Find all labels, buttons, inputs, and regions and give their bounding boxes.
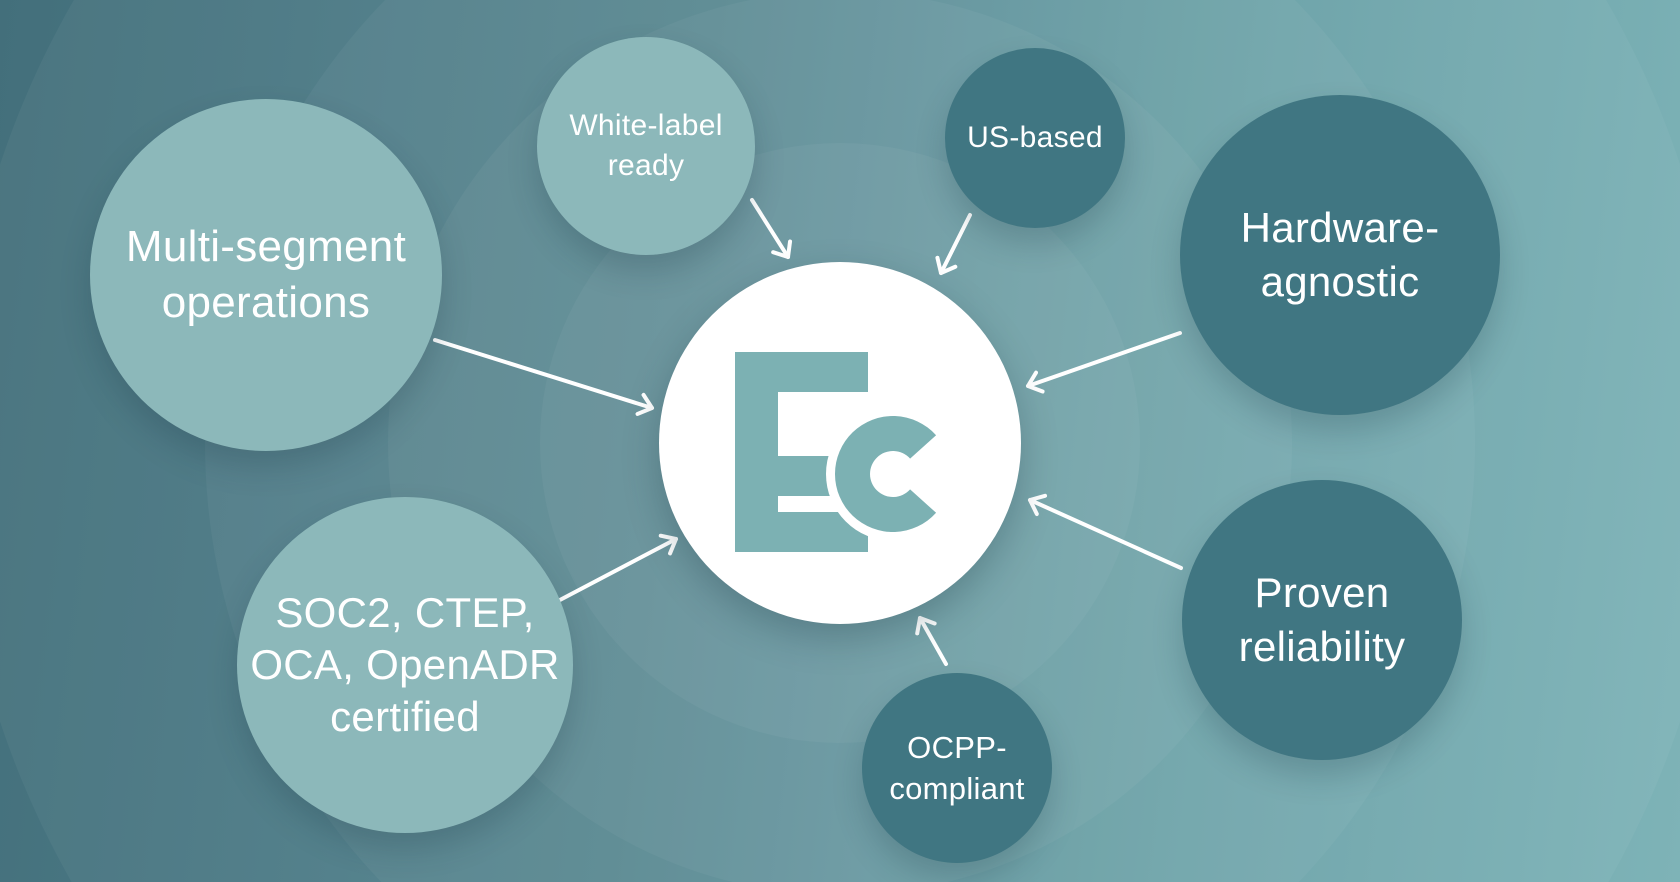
- ec-logo: [735, 352, 960, 552]
- node-multi-segment-operations: Multi-segment operations: [90, 99, 442, 451]
- hub-circle: Ec: [659, 262, 1021, 624]
- node-label: OCPP- compliant: [889, 730, 1025, 806]
- arrow-from-ocpp-compliant: [915, 616, 948, 666]
- node-ocpp-compliant: OCPP- compliant: [862, 673, 1052, 863]
- arrow-from-us-based: [935, 213, 972, 275]
- node-label: US-based: [967, 121, 1103, 154]
- node-label: SOC2, CTEP, OCA, OpenADR certified: [250, 589, 560, 740]
- node-label: Proven reliability: [1238, 569, 1406, 670]
- arrow-from-multi-segment: [433, 338, 654, 416]
- node-label: Multi-segment operations: [125, 222, 407, 327]
- arrow-from-soc2-certified: [556, 533, 678, 603]
- node-label: White-label ready: [569, 109, 723, 182]
- node-label: Hardware- agnostic: [1240, 204, 1440, 305]
- arrow-from-proven-reliability: [1028, 493, 1183, 570]
- arrow-from-hardware-agnostic: [1026, 331, 1182, 394]
- node-proven-reliability: Proven reliability: [1182, 480, 1462, 760]
- node-soc2-certified: SOC2, CTEP, OCA, OpenADR certified: [237, 497, 573, 833]
- node-hardware-agnostic: Hardware- agnostic: [1180, 95, 1500, 415]
- node-white-label-ready: White-label ready: [537, 37, 755, 255]
- node-us-based: US-based: [945, 48, 1125, 228]
- arrow-from-white-label: [750, 198, 793, 259]
